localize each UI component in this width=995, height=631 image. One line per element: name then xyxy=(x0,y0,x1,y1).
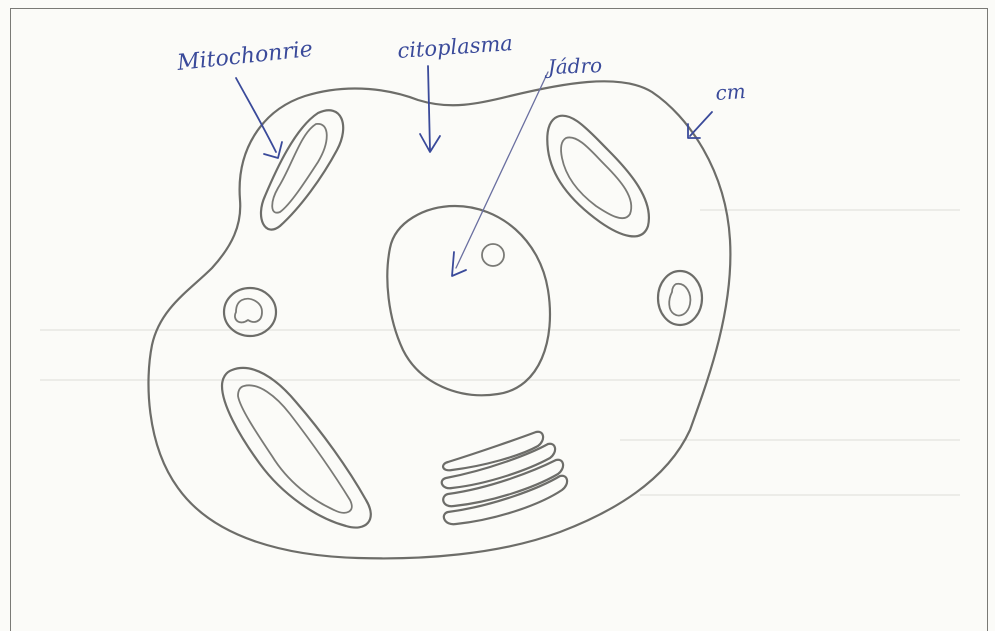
mitochondrion-upper-left xyxy=(261,110,343,229)
golgi-stack xyxy=(442,432,567,524)
membrane-label: cm xyxy=(715,79,747,105)
membrane-arrow xyxy=(688,112,712,138)
cytoplasm-arrow xyxy=(420,66,440,152)
mitochondria-label: Mitochonrie xyxy=(175,37,314,76)
nucleus-label: Jádro xyxy=(543,53,602,79)
vesicle-left xyxy=(224,288,276,336)
mitochondria-arrow xyxy=(236,78,282,158)
cytoplasm-label: citoplasma xyxy=(397,31,514,63)
nucleus-outline xyxy=(387,206,550,395)
mitochondrion-lower-left xyxy=(222,368,371,528)
mitochondrion-upper-right xyxy=(547,116,649,237)
show-through-lines xyxy=(40,210,960,495)
nucleolus xyxy=(482,244,504,266)
vesicle-right xyxy=(658,271,702,325)
